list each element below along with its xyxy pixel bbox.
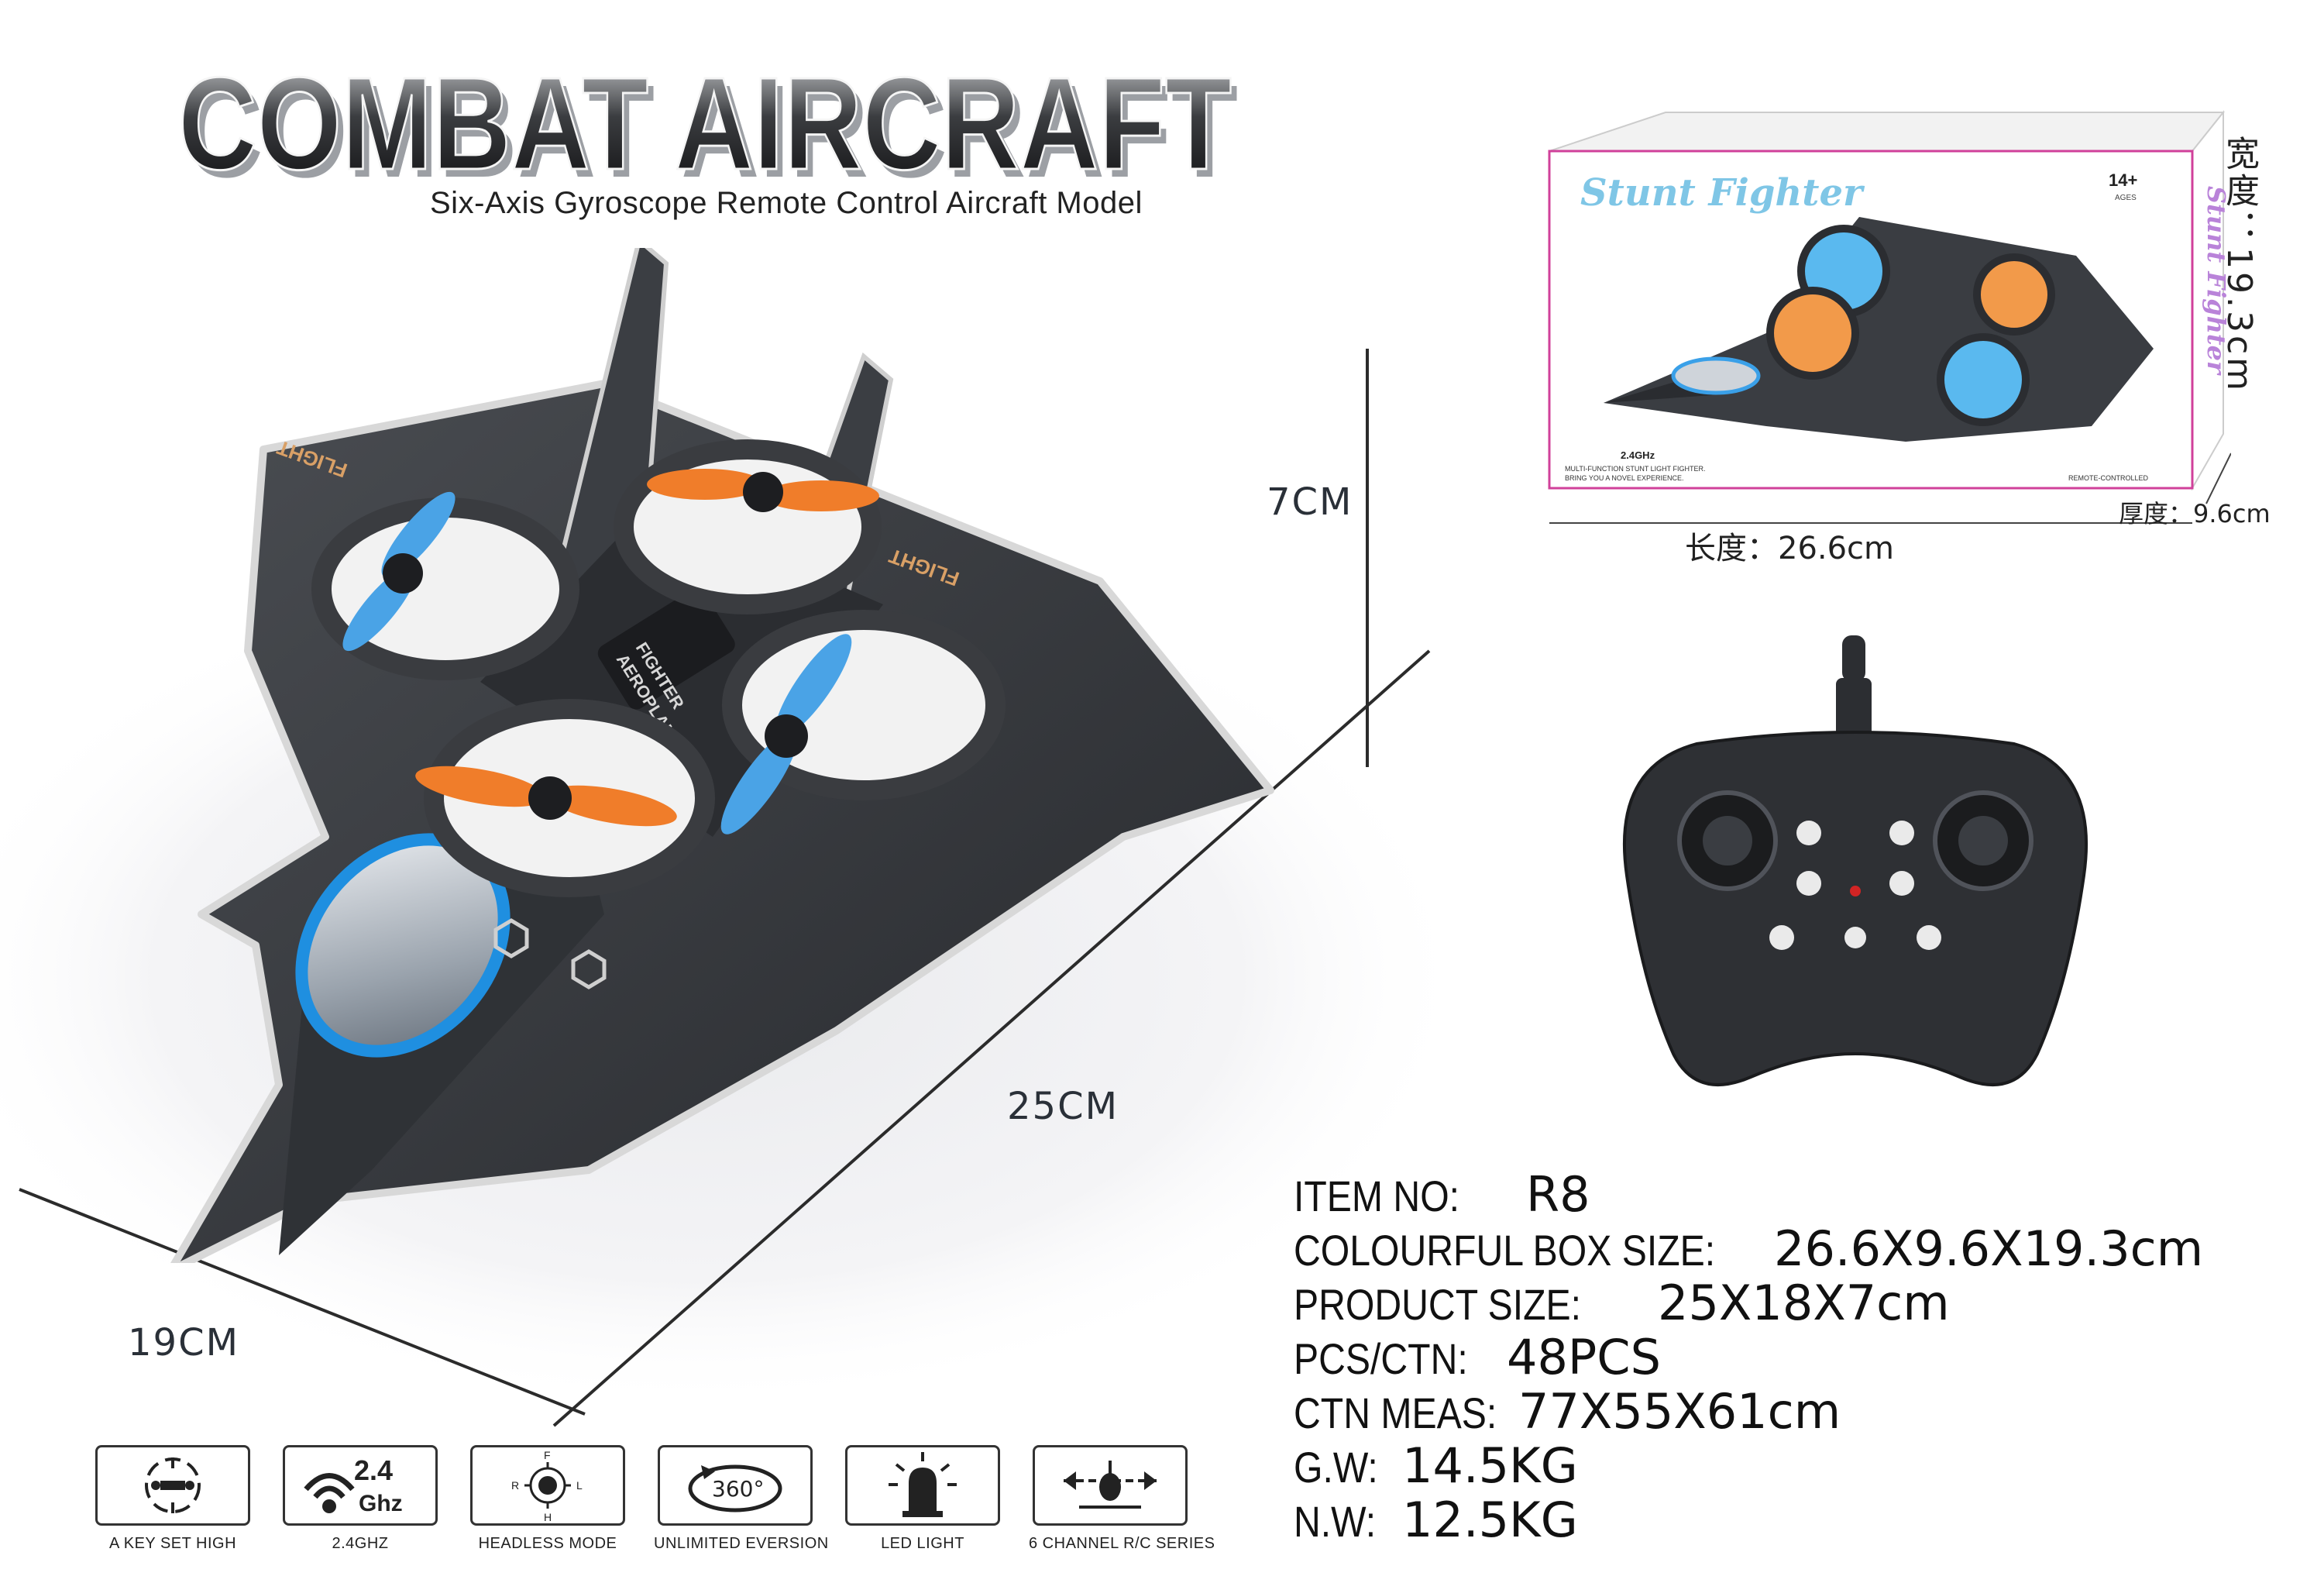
feature-item: F R L H HEADLESS MODE: [466, 1445, 629, 1553]
helicopter-channel-icon: [1033, 1445, 1188, 1526]
box-brand: Stunt Fighter: [1580, 171, 1865, 215]
title-shadow: COMBAT AIRCRAFT: [184, 58, 1238, 201]
propeller-orange-rear: [647, 469, 879, 512]
feature-label: UNLIMITED EVERSION: [654, 1535, 829, 1552]
title-text: COMBAT AIRCRAFT: [178, 50, 1232, 198]
feature-item: LED LIGHT: [841, 1445, 1004, 1553]
length-dimension-label: 25CM: [1007, 1085, 1119, 1128]
height-dimension-label: 7CM: [1267, 480, 1353, 524]
width-dimension-label: 19CM: [128, 1321, 240, 1364]
spec-row: N.W: 12.5KG: [1294, 1492, 2301, 1548]
remote-controller-image: [1623, 635, 2088, 1086]
spec-row: G.W: 14.5KG: [1294, 1437, 2301, 1494]
spec-row: PRODUCT SIZE: 25X18X7cm: [1294, 1275, 2301, 1331]
propeller-orange-front: [415, 766, 677, 827]
package-box-image: Stunt Fighter Stunt Fighter 14+ AGES 2.4…: [1548, 110, 2231, 524]
spec-row: ITEM NO: R8: [1294, 1166, 2301, 1223]
spec-value: 12.5KG: [1402, 1492, 1578, 1548]
feature-icon-text-1: 2.4: [354, 1454, 393, 1486]
spec-label: G.W:: [1294, 1443, 1378, 1492]
page-subtitle: Six-Axis Gyroscope Remote Control Aircra…: [430, 186, 1143, 220]
spec-label: N.W:: [1294, 1497, 1377, 1546]
spec-value: 25X18X7cm: [1658, 1275, 1950, 1331]
page-title: COMBAT AIRCRAFT COMBAT AIRCRAFT: [177, 50, 1239, 202]
feature-icon-360: 360°: [712, 1476, 764, 1502]
box-width-label: 宽度：19.3cm: [2219, 136, 2259, 394]
spec-value: 26.6X9.6X19.3cm: [1774, 1220, 2204, 1277]
spec-label: PCS/CTN:: [1294, 1334, 1468, 1383]
feature-label: HEADLESS MODE: [478, 1535, 617, 1552]
feature-label: A KEY SET HIGH: [108, 1535, 237, 1552]
box-freq: 2.4GHz: [1621, 449, 1655, 461]
feature-item: 6 CHANNEL R/C SERIES: [1029, 1445, 1215, 1553]
feature-label: LED LIGHT: [881, 1535, 964, 1552]
box-corner-text: REMOTE-CONTROLLED: [2068, 474, 2149, 482]
led-bulb-icon: [845, 1445, 1000, 1526]
spec-value: R8: [1526, 1166, 1590, 1223]
spec-row: COLOURFUL BOX SIZE: 26.6X9.6X19.3cm: [1294, 1220, 2301, 1277]
spec-row: CTN MEAS: 77X55X61cm: [1294, 1383, 2301, 1440]
feature-icon-text-2: Ghz: [359, 1491, 403, 1516]
feature-label: 6 CHANNEL R/C SERIES: [1029, 1535, 1215, 1552]
spec-label: ITEM NO:: [1294, 1172, 1460, 1220]
compass-icon: F R L H: [470, 1445, 625, 1526]
altitude-hold-icon: [95, 1445, 250, 1526]
box-length-label: 长度：26.6cm: [1685, 531, 1895, 566]
compass-l: L: [576, 1479, 583, 1492]
spec-value: 77X55X61cm: [1518, 1383, 1841, 1440]
box-tagline-2: BRING YOU A NOVEL EXPERIENCE.: [1565, 474, 1684, 482]
box-depth-label: 厚度：9.6cm: [2119, 499, 2271, 528]
box-tagline-1: MULTI-FUNCTION STUNT LIGHT FIGHTER.: [1565, 465, 1706, 473]
spec-row: PCS/CTN: 48PCS: [1294, 1329, 2301, 1385]
spec-label: PRODUCT SIZE:: [1294, 1280, 1582, 1329]
box-side-brand: Stunt Fighter: [2202, 186, 2231, 376]
feature-label: 2.4GHZ: [332, 1535, 389, 1552]
box-age-sub: AGES: [2115, 194, 2137, 202]
rotate-360-icon: 360°: [658, 1445, 813, 1526]
feature-item: A KEY SET HIGH: [91, 1445, 254, 1553]
box-age-badge: 14+: [2109, 170, 2137, 190]
propeller-blue-left: [342, 491, 456, 652]
aircraft-product-image: FIGHTER AEROPLANE FLIGHT FLIGHT: [170, 248, 1274, 1263]
spec-value: 14.5KG: [1402, 1437, 1578, 1494]
spec-label: CTN MEAS:: [1294, 1389, 1497, 1437]
compass-h: H: [544, 1511, 552, 1523]
compass-r: R: [511, 1479, 519, 1492]
spec-value: 48PCS: [1507, 1329, 1661, 1385]
compass-f: F: [544, 1449, 551, 1461]
propeller-blue-right: [720, 634, 852, 835]
feature-item: 360° UNLIMITED EVERSION: [654, 1445, 829, 1553]
spec-label: COLOURFUL BOX SIZE:: [1294, 1226, 1716, 1275]
